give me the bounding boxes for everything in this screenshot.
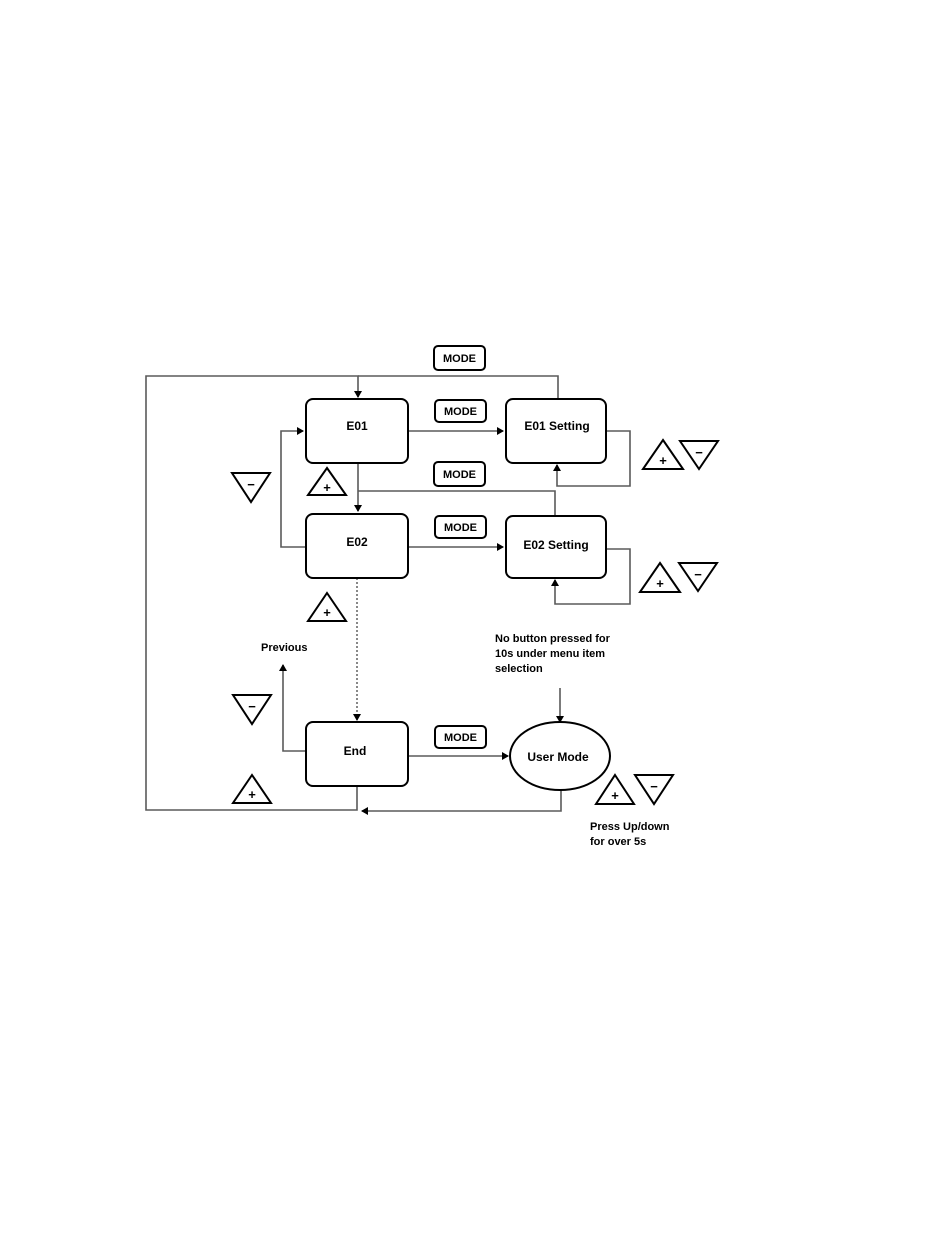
svg-text:+: + bbox=[323, 605, 331, 620]
node-e01-setting: E01 Setting bbox=[506, 399, 606, 463]
svg-text:+: + bbox=[323, 480, 331, 495]
mode-label: MODE bbox=[443, 353, 476, 365]
svg-text:−: − bbox=[695, 445, 703, 460]
e02-setting-return-line bbox=[358, 491, 555, 516]
up-plus-icon: + bbox=[308, 468, 346, 495]
mode-button-end: MODE bbox=[435, 726, 486, 748]
up-plus-icon: + bbox=[308, 593, 346, 621]
svg-text:+: + bbox=[656, 576, 664, 591]
timeout-note-line: selection bbox=[495, 663, 543, 675]
down-minus-icon: − bbox=[233, 695, 271, 724]
previous-label: Previous bbox=[261, 642, 307, 654]
node-e01-setting-label: E01 Setting bbox=[524, 419, 589, 433]
up-plus-icon: + bbox=[596, 775, 634, 804]
node-e02-label: E02 bbox=[346, 535, 368, 549]
node-e02: E02 bbox=[306, 514, 408, 578]
down-minus-icon: − bbox=[679, 563, 717, 591]
node-user-mode-label: User Mode bbox=[527, 750, 589, 764]
end-to-previous-arrow bbox=[283, 665, 306, 751]
mode-button-e01: MODE bbox=[435, 400, 486, 422]
down-minus-icon: − bbox=[680, 441, 718, 469]
down-minus-icon: − bbox=[232, 473, 270, 502]
node-e02-setting-label: E02 Setting bbox=[523, 538, 588, 552]
node-e01-label: E01 bbox=[346, 419, 368, 433]
user-mode-return-line bbox=[362, 790, 561, 811]
node-user-mode: User Mode bbox=[510, 722, 610, 790]
up-plus-icon: + bbox=[233, 775, 271, 803]
svg-text:−: − bbox=[247, 477, 255, 492]
timeout-note-line: 10s under menu item bbox=[495, 648, 605, 660]
timeout-note: No button pressed for 10s under menu ite… bbox=[495, 633, 611, 675]
node-end-label: End bbox=[344, 744, 367, 758]
up-plus-icon: + bbox=[643, 440, 683, 469]
e02-to-e01-loop bbox=[281, 431, 306, 547]
svg-text:−: − bbox=[650, 779, 658, 794]
svg-text:+: + bbox=[659, 453, 667, 468]
mode-button-e01-setting: MODE bbox=[434, 462, 485, 486]
press-updown-note-line: for over 5s bbox=[590, 836, 646, 848]
up-plus-icon: + bbox=[640, 563, 680, 592]
node-end: End bbox=[306, 722, 408, 786]
node-e02-setting: E02 Setting bbox=[506, 516, 606, 578]
down-minus-icon: − bbox=[635, 775, 673, 804]
mode-label: MODE bbox=[444, 522, 477, 534]
press-updown-note-line: Press Up/down bbox=[590, 821, 670, 833]
node-e01: E01 bbox=[306, 399, 408, 463]
mode-label: MODE bbox=[444, 406, 477, 418]
svg-text:+: + bbox=[248, 787, 256, 802]
mode-label: MODE bbox=[444, 732, 477, 744]
svg-text:−: − bbox=[248, 699, 256, 714]
press-updown-note: Press Up/down for over 5s bbox=[590, 821, 670, 848]
mode-button-e02: MODE bbox=[435, 516, 486, 538]
svg-text:−: − bbox=[694, 567, 702, 582]
svg-text:+: + bbox=[611, 788, 619, 803]
timeout-note-line: No button pressed for bbox=[495, 633, 611, 645]
mode-button-top: MODE bbox=[434, 346, 485, 370]
e01-setting-return-line bbox=[358, 376, 558, 399]
mode-label: MODE bbox=[443, 469, 476, 481]
